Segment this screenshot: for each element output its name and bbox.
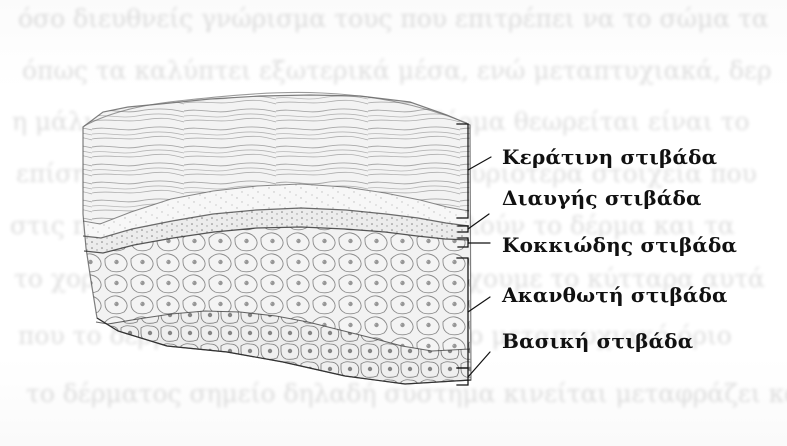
label-cornified-layer: Κεράτινη στιβάδα	[502, 147, 717, 167]
label-clear-layer: Διαυγής στιβάδα	[502, 188, 702, 208]
label-granular-layer: Κοκκιώδης στιβάδα	[502, 235, 737, 255]
label-basal-layer: Βασική στιβάδα	[502, 331, 693, 351]
label-spinous-layer: Ακανθωτή στιβάδα	[502, 285, 728, 305]
